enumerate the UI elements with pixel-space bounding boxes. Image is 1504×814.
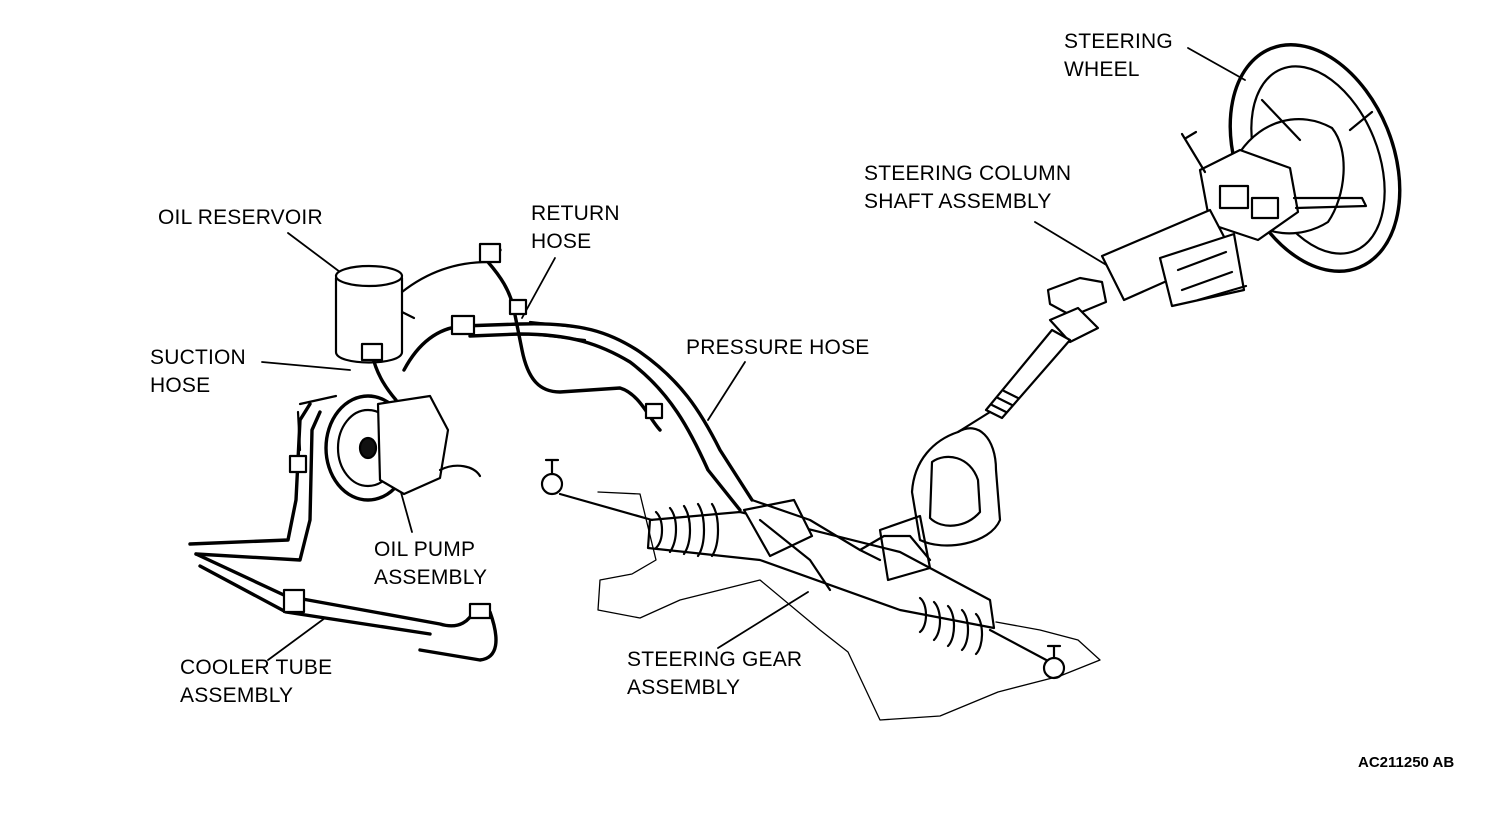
label-cooler-tube-line1: COOLER TUBE bbox=[180, 656, 333, 679]
label-steering-wheel: STEERING WHEEL bbox=[1064, 28, 1173, 84]
leader-suction-hose bbox=[261, 361, 351, 371]
label-cooler-tube: COOLER TUBE ASSEMBLY bbox=[180, 654, 332, 710]
oil-pump-assembly bbox=[296, 394, 482, 502]
pressure-hose-sleeve bbox=[528, 320, 587, 342]
rack-mount-bracket bbox=[878, 514, 932, 582]
pump-pulley-hub bbox=[358, 436, 378, 460]
pressure-hose-clamp-2 bbox=[644, 402, 664, 420]
cooler-tube-clamp bbox=[282, 588, 306, 614]
column-intermediate-shaft bbox=[984, 328, 1072, 420]
column-switch-lever-left bbox=[1180, 130, 1207, 174]
figure-id: AC211250 AB bbox=[1358, 754, 1455, 771]
gear-feed-line-2 bbox=[758, 518, 832, 592]
label-steering-column-line1: STEERING COLUMN bbox=[864, 162, 1072, 185]
leader-pressure-hose bbox=[707, 361, 746, 421]
return-hose-clamp-top bbox=[478, 242, 502, 264]
leader-return-hose bbox=[521, 257, 556, 319]
column-lower-joint bbox=[1048, 306, 1100, 344]
pressure-hose-clamp bbox=[450, 314, 476, 336]
column-switch-detail bbox=[1218, 184, 1250, 210]
cooler-tube-clamp-2 bbox=[468, 602, 492, 620]
leader-lines bbox=[261, 47, 1246, 661]
label-suction-hose-line1: SUCTION bbox=[150, 346, 246, 369]
label-steering-column: STEERING COLUMN SHAFT ASSEMBLY bbox=[864, 160, 1071, 216]
label-pressure-hose: PRESSURE HOSE bbox=[686, 334, 869, 362]
leader-cooler-tube bbox=[267, 617, 326, 661]
label-return-hose-line1: RETURN bbox=[531, 202, 620, 225]
column-mount-bracket bbox=[1046, 276, 1108, 318]
suction-hose bbox=[360, 342, 398, 402]
rack-bellows-right bbox=[918, 596, 984, 656]
label-oil-reservoir: OIL RESERVOIR bbox=[158, 204, 323, 232]
tie-rod-stud-left bbox=[544, 458, 560, 476]
label-pressure-hose-line1: PRESSURE HOSE bbox=[686, 336, 870, 359]
tie-rod-end-left bbox=[540, 472, 564, 496]
rack-bellows-left bbox=[654, 502, 720, 558]
label-oil-reservoir-line1: OIL RESERVOIR bbox=[158, 206, 323, 229]
cooler-tube-clamp-3 bbox=[288, 454, 308, 474]
crossmember-outline bbox=[597, 491, 1101, 721]
column-lock-detail bbox=[1176, 250, 1248, 302]
boot-cover-shaft-stub bbox=[956, 410, 992, 434]
column-switch-cluster bbox=[1180, 130, 1368, 242]
boot-cover-outline bbox=[910, 427, 1002, 547]
steering-column-shaft bbox=[984, 208, 1248, 420]
label-suction-hose: SUCTION HOSE bbox=[150, 344, 246, 400]
oil-reservoir bbox=[334, 260, 490, 364]
leader-steering-gear bbox=[717, 591, 809, 649]
tie-rod-stud-right bbox=[1046, 644, 1062, 660]
cooler-tube-assembly bbox=[188, 402, 498, 662]
label-steering-gear-line1: STEERING GEAR bbox=[627, 648, 803, 671]
label-steering-gear-line2: ASSEMBLY bbox=[627, 676, 741, 699]
reservoir-return-neck bbox=[400, 260, 490, 294]
pump-body bbox=[376, 394, 450, 496]
gear-boot-cover bbox=[910, 410, 1002, 547]
column-switch-lever-right bbox=[1292, 196, 1368, 210]
label-oil-pump: OIL PUMP ASSEMBLY bbox=[374, 536, 487, 592]
return-hose-clamp-mid bbox=[508, 298, 528, 316]
return-hose bbox=[402, 242, 662, 432]
column-switch-detail-2 bbox=[1250, 196, 1280, 220]
label-steering-column-line2: SHAFT ASSEMBLY bbox=[864, 190, 1052, 213]
gear-feed-lines bbox=[750, 498, 932, 592]
gear-feed-line-1 bbox=[750, 498, 882, 562]
leader-steering-wheel bbox=[1187, 47, 1246, 81]
label-steering-wheel-line1: STEERING bbox=[1064, 30, 1173, 53]
label-oil-pump-line1: OIL PUMP bbox=[374, 538, 476, 561]
label-steering-wheel-line2: WHEEL bbox=[1064, 58, 1140, 81]
steering-wheel-spoke bbox=[1260, 98, 1374, 142]
boot-cover-inner bbox=[928, 455, 982, 527]
gear-feed-line-3 bbox=[858, 534, 932, 562]
label-cooler-tube-line2: ASSEMBLY bbox=[180, 684, 294, 707]
reservoir-cap bbox=[334, 264, 404, 288]
label-steering-gear: STEERING GEAR ASSEMBLY bbox=[627, 646, 802, 702]
pressure-hose bbox=[450, 314, 754, 512]
label-return-hose: RETURN HOSE bbox=[531, 200, 620, 256]
pump-wire bbox=[438, 464, 482, 478]
tie-rod-left bbox=[558, 492, 654, 522]
cooler-tube-upper bbox=[188, 402, 312, 546]
column-shaft-ribs bbox=[990, 389, 1020, 414]
cooler-tube-lower bbox=[194, 410, 322, 562]
tie-rod-right bbox=[988, 628, 1052, 664]
suction-hose-clamp bbox=[360, 342, 384, 362]
leader-oil-reservoir bbox=[287, 232, 349, 279]
label-oil-pump-line2: ASSEMBLY bbox=[374, 566, 488, 589]
crossmember-left bbox=[597, 491, 1101, 721]
label-suction-hose-line2: HOSE bbox=[150, 374, 211, 397]
label-return-hose-line2: HOSE bbox=[531, 230, 592, 253]
reservoir-outlet bbox=[400, 310, 416, 320]
